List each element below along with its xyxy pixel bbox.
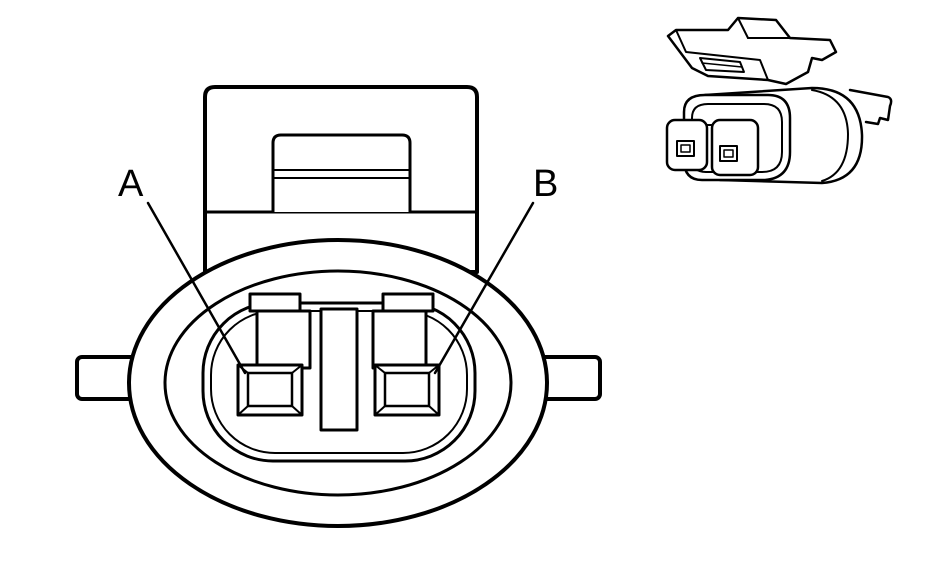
terminal-a-tower xyxy=(255,309,312,370)
connector-face-view xyxy=(75,85,602,528)
center-divider xyxy=(319,307,359,432)
terminal-a xyxy=(236,363,304,417)
terminal-a-tab xyxy=(248,292,302,313)
connector-isometric-view xyxy=(665,16,893,185)
pin-a-label: A xyxy=(118,163,144,205)
pin-b-leader-line xyxy=(433,201,535,375)
terminal-b-tab xyxy=(381,292,435,313)
pin-b-label: B xyxy=(533,163,558,205)
locking-tab-window xyxy=(271,133,412,214)
pin-a-leader-line xyxy=(146,201,247,375)
terminal-b xyxy=(373,363,441,417)
terminal-b-tower xyxy=(371,309,428,370)
